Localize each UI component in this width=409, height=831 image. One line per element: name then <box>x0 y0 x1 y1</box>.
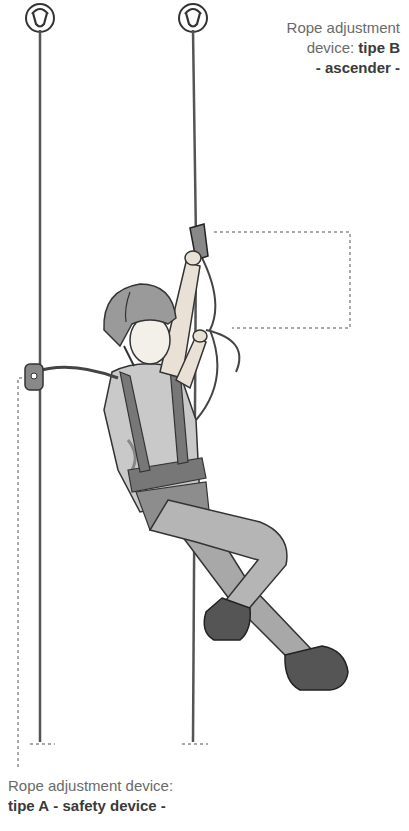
label-text: tipe A <box>8 797 49 814</box>
callout-label: Rope adjustment device: tipe B- ascender… <box>274 18 400 78</box>
label-text: - safety device - <box>53 797 166 814</box>
callout-label: Rope adjustment device:tipe A - safety d… <box>8 776 173 816</box>
label-text: Rope adjustment device: <box>8 776 173 796</box>
anchor-point <box>26 4 207 32</box>
label-text: - ascender - <box>274 58 400 78</box>
label-text: tipe B <box>358 39 400 56</box>
